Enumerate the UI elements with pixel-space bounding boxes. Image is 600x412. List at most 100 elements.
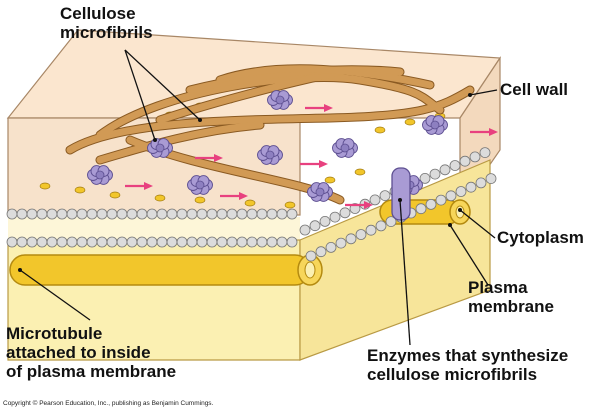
secretion-dot [324, 176, 336, 184]
label-plasma-membrane: Plasma membrane [468, 278, 554, 316]
plasma-membrane-bilayer [6, 147, 497, 262]
lipid-head [276, 208, 288, 220]
lipid-head [76, 208, 88, 220]
lipid-head [86, 208, 98, 220]
enzyme-rosette [422, 115, 448, 135]
lipid-head [226, 208, 238, 220]
lipid-head [345, 233, 357, 245]
leader-end-dots [18, 93, 472, 272]
lipid-head [196, 208, 208, 220]
lipid-head [36, 236, 48, 248]
enzyme-rosette [187, 175, 213, 195]
lipid-head [355, 229, 367, 240]
movement-arrow [220, 192, 248, 200]
movement-arrow [300, 160, 328, 168]
copyright-notice: Copyright © Pearson Education, Inc., pub… [3, 400, 214, 407]
lipid-head [385, 216, 397, 228]
lipid-head [66, 236, 78, 248]
lipid-head [156, 236, 168, 248]
lipid-head [429, 168, 441, 180]
lipid-head [46, 236, 58, 248]
label-enzymes-line-1: Enzymes that synthesize [367, 346, 569, 365]
lipid-head [465, 181, 477, 193]
lipid-head [106, 208, 118, 220]
lipid-head [136, 236, 148, 248]
movement-arrow [470, 128, 498, 136]
secretion-dot [284, 201, 296, 209]
microtubule-front [9, 254, 311, 286]
lipid-head [475, 177, 487, 189]
lipid-head [196, 236, 208, 248]
lipid-head [459, 155, 471, 167]
label-enzymes-line-2: cellulose microfibrils [367, 365, 538, 385]
secretion-dot [404, 118, 416, 126]
label-cell-wall: Cell wall [500, 80, 569, 99]
lipid-head [86, 236, 98, 248]
label-microtubule-line-3: of plasma membrane [6, 362, 177, 382]
lipid-head [186, 236, 198, 248]
lipid-head [76, 236, 88, 248]
lipid-head [256, 208, 268, 220]
lipid-head [439, 164, 451, 176]
lipid-head [206, 208, 218, 220]
lipid-head [206, 236, 218, 248]
movement-arrow [125, 182, 153, 190]
lipid-head [329, 211, 341, 223]
lipid-head [445, 190, 457, 202]
lipid-head [26, 236, 38, 248]
lipid-head [36, 208, 48, 220]
label-cellulose-microfibrils: Cellulose microfibrils [60, 4, 153, 42]
lipid-head [46, 208, 58, 220]
label-cytoplasm: Cytoplasm [497, 228, 584, 247]
enzyme-rosette [257, 145, 283, 165]
label-microtubule: Microtubule attached to inside of plasma… [6, 324, 176, 381]
lipid-head [315, 246, 327, 258]
label-microtubule-line-2: attached to inside [6, 343, 151, 363]
lipid-head [126, 208, 138, 220]
lipid-head [96, 208, 108, 220]
label-cellulose-microfibrils-line-2: microfibrils [60, 23, 153, 43]
lipid-head [469, 151, 481, 163]
lipid-head [339, 207, 351, 219]
lipid-head [26, 208, 38, 220]
lipid-head [379, 190, 391, 202]
lipid-head [479, 147, 491, 159]
lipid-head [106, 236, 118, 248]
lipid-head [369, 194, 381, 206]
label-plasma-membrane-line-2: membrane [468, 297, 554, 317]
lipid-head [6, 236, 18, 248]
secretion-dot [39, 182, 51, 190]
lipid-head [6, 208, 18, 220]
lipid-head [435, 194, 447, 206]
label-microtubule-line-1: Microtubule [6, 324, 103, 343]
lipid-head [236, 208, 248, 220]
lipid-head [309, 220, 321, 232]
enzyme-rosette [147, 138, 173, 158]
lipid-head [256, 236, 268, 248]
lipid-head [375, 220, 387, 232]
lipid-head [56, 236, 68, 248]
lipid-head [166, 208, 178, 220]
lipid-head [136, 208, 148, 220]
lipid-head [276, 236, 288, 248]
lipid-head [236, 236, 248, 248]
movement-arrow [195, 154, 223, 162]
microtubule-front-lumen [304, 261, 316, 279]
enzyme-rosette [87, 165, 113, 185]
lipid-head [186, 208, 198, 220]
cellulose-synthase-rosettes [87, 90, 448, 202]
lipid-head [156, 208, 168, 220]
lipid-head [96, 236, 108, 248]
lipid-head [246, 208, 258, 220]
enzyme-rosette [307, 182, 333, 202]
lipid-tails [8, 217, 300, 239]
lipid-head [305, 250, 317, 262]
secretion-dot [154, 194, 166, 202]
label-plasma-membrane-line-1: Plasma [468, 278, 528, 297]
lipid-head [455, 186, 467, 197]
lipid-head [246, 236, 258, 248]
cell-wall-front-face [7, 117, 301, 216]
lipid-head [299, 224, 311, 236]
lipid-head [425, 198, 437, 210]
lipid-head [286, 208, 298, 220]
